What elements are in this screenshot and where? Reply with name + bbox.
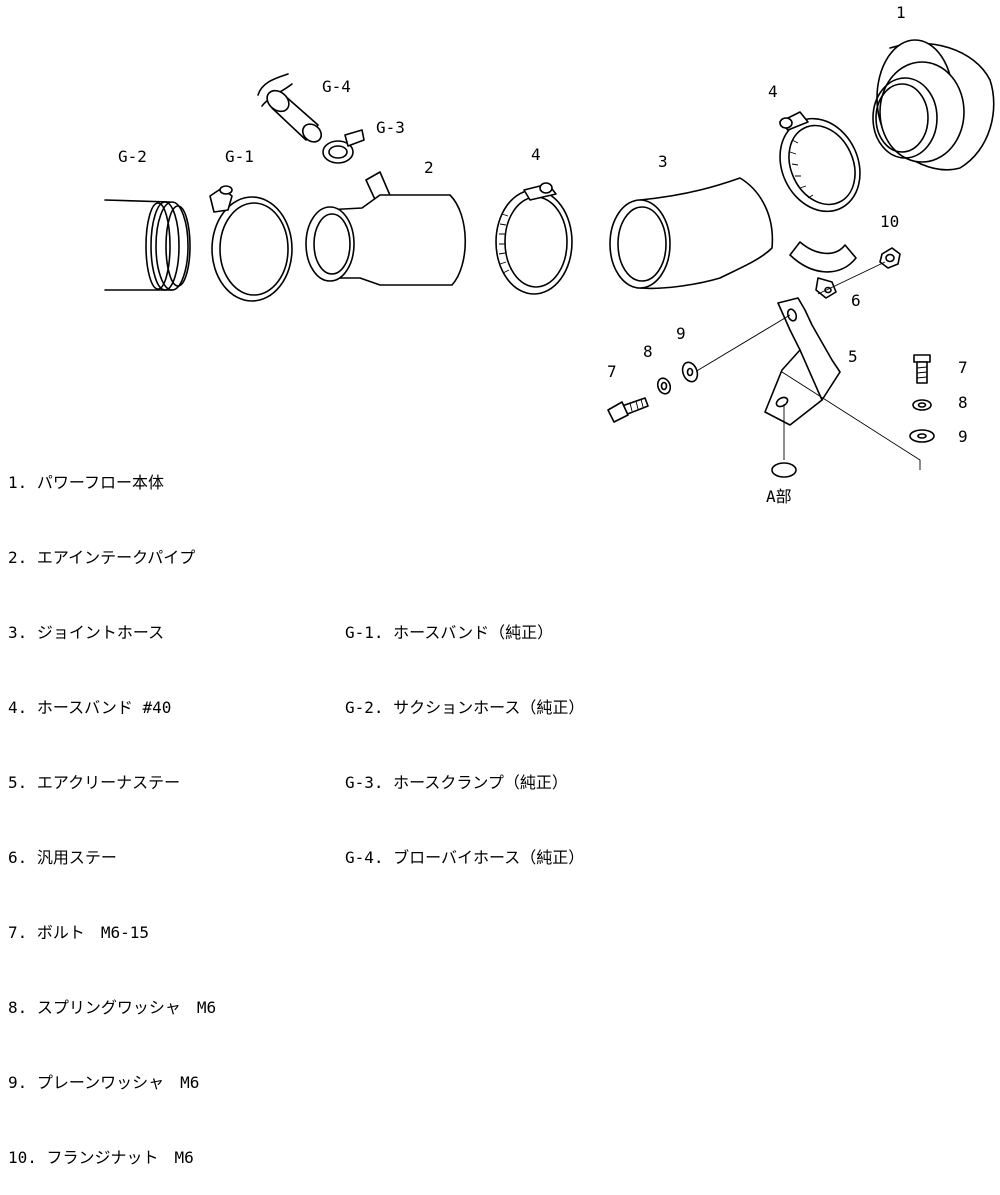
spring-washer-8-left — [656, 377, 672, 395]
label-part-4-right: 4 — [768, 82, 778, 101]
suction-hose-g2 — [104, 199, 191, 291]
label-g4: G-4 — [322, 77, 351, 96]
label-part-3: 3 — [658, 152, 668, 171]
label-part-8-right: 8 — [958, 393, 968, 412]
label-g2: G-2 — [118, 147, 147, 166]
hose-band-g1 — [209, 185, 293, 302]
legend-item: 9. プレーンワッシャ M6 — [8, 1073, 200, 1092]
legend-item: G-4. ブローバイホース（純正） — [345, 848, 585, 867]
label-part-1: 1 — [896, 3, 906, 22]
hose-band-4-right — [779, 111, 861, 213]
plain-washer-9-right — [909, 429, 935, 443]
label-part-9-left: 9 — [676, 324, 686, 343]
legend-item: 1. パワーフロー本体 — [8, 473, 164, 492]
bolt-7-right — [913, 354, 931, 384]
legend-item: 2. エアインテークパイプ — [8, 548, 196, 567]
label-part-5: 5 — [848, 347, 858, 366]
power-flow-body-1 — [872, 39, 995, 171]
exploded-parts-diagram: 1 2 3 4 4 5 6 7 7 8 8 9 9 10 G-1 G-2 G-3… — [104, 3, 995, 506]
label-g3: G-3 — [376, 118, 405, 137]
spring-washer-8-right — [912, 399, 932, 411]
label-part-6: 6 — [851, 291, 861, 310]
parts-diagram-page: 1 2 3 4 4 5 6 7 7 8 8 9 9 10 G-1 G-2 G-3… — [8, 3, 995, 1167]
legend-item: 5. エアクリーナステー — [8, 773, 181, 792]
air-cleaner-stay-5 — [764, 297, 841, 426]
section-a-marker — [771, 462, 797, 478]
hose-band-4-left — [495, 182, 573, 295]
legend-item: 8. スプリングワッシャ M6 — [8, 998, 217, 1017]
plain-washer-9-left — [681, 361, 699, 383]
label-part-10: 10 — [880, 212, 899, 231]
legend-item: 6. 汎用ステー — [8, 848, 117, 867]
air-intake-pipe-2 — [305, 171, 467, 286]
legend-item: 10. フランジナット M6 — [8, 1148, 194, 1167]
label-g1: G-1 — [225, 147, 254, 166]
legend-item: G-2. サクションホース（純正） — [345, 698, 585, 717]
leader-lines — [694, 261, 921, 470]
legend-item: 3. ジョイントホース — [8, 623, 165, 642]
genuine-parts-legend: G-1. ホースバンド（純正） G-2. サクションホース（純正） G-3. ホ… — [345, 570, 584, 895]
parts-legend: 1. パワーフロー本体 2. エアインテークパイプ 3. ジョイントホース 4.… — [8, 420, 216, 1195]
blowby-hose-g4 — [257, 73, 323, 143]
legend-item: G-3. ホースクランプ（純正） — [345, 773, 568, 792]
label-part-8-left: 8 — [643, 342, 653, 361]
universal-stay-6 — [789, 241, 857, 299]
joint-hose-3 — [609, 177, 774, 290]
legend-item: 7. ボルト M6-15 — [8, 923, 150, 942]
label-part-2: 2 — [424, 158, 434, 177]
label-part-7-left: 7 — [607, 362, 617, 381]
legend-item: 4. ホースバンド #40 — [8, 698, 172, 717]
hose-clamp-g3 — [322, 129, 365, 164]
bolt-7-left — [607, 397, 649, 423]
label-part-4-left: 4 — [531, 145, 541, 164]
legend-item: G-1. ホースバンド（純正） — [345, 623, 554, 642]
flange-nut-10 — [879, 247, 901, 269]
label-a-part: A部 — [766, 487, 792, 506]
label-part-9-right: 9 — [958, 427, 968, 446]
label-part-7-right: 7 — [958, 358, 968, 377]
